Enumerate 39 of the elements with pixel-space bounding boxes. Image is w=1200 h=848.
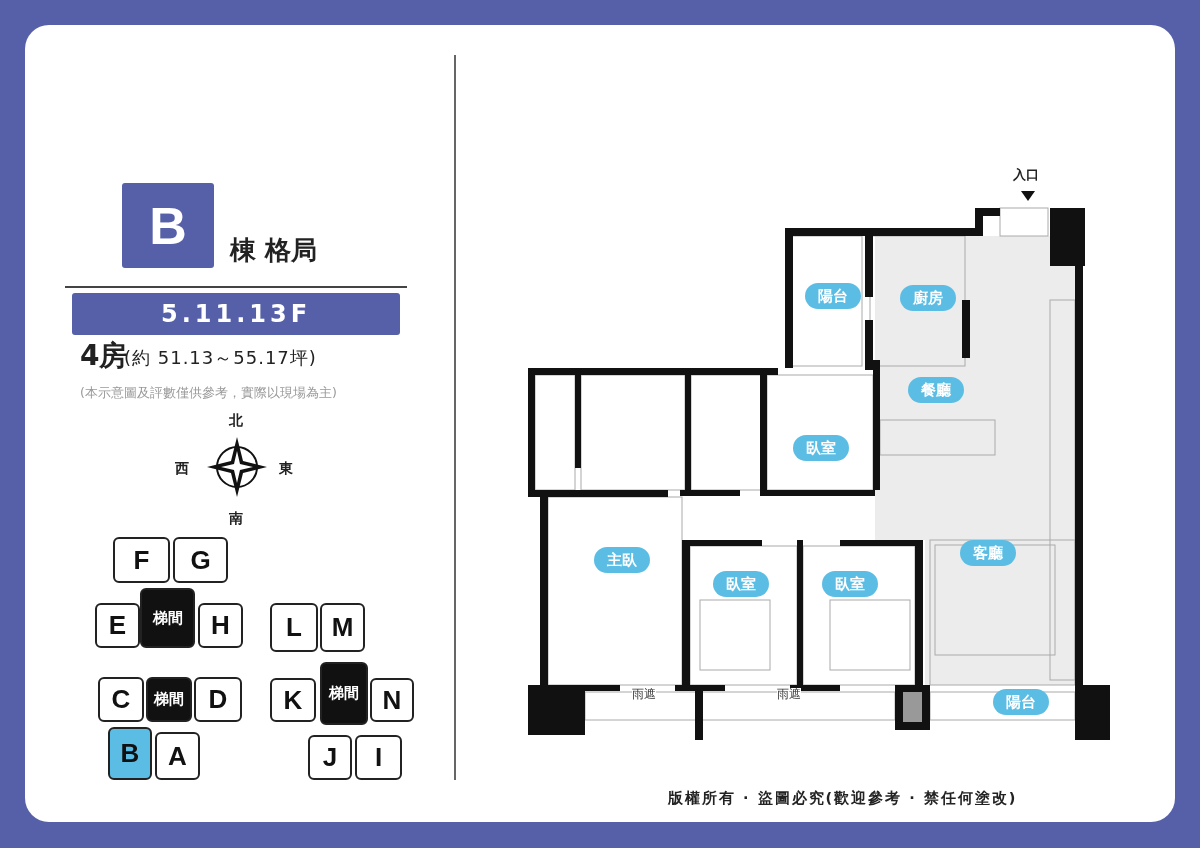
canopy-label: 雨遮 xyxy=(632,688,656,702)
stairwell-block: 梯間 xyxy=(140,588,195,648)
stairwell-block: 梯間 xyxy=(146,677,192,722)
entrance-label: 入口 xyxy=(1013,168,1039,183)
unit-block: N xyxy=(370,678,414,722)
unit-block: B xyxy=(108,727,152,780)
disclaimer-note: (本示意圖及評數僅供參考，實際以現場為主) xyxy=(80,386,337,401)
room-label: 客廳 xyxy=(960,540,1016,566)
compass-label: 北 xyxy=(229,412,243,429)
unit-block: K xyxy=(270,678,316,722)
stairwell-block: 梯間 xyxy=(320,662,368,725)
copyright-note: 版權所有 · 盜圖必究(歡迎參考 · 禁任何塗改) xyxy=(668,790,1018,807)
room-label: 陽台 xyxy=(993,689,1049,715)
unit-block: L xyxy=(270,603,318,652)
building-badge: B xyxy=(122,183,214,268)
room-label: 臥室 xyxy=(793,435,849,461)
compass-label: 西 xyxy=(175,460,189,477)
unit-block: E xyxy=(95,603,140,648)
room-label: 餐廳 xyxy=(908,377,964,403)
canopy-label: 雨遮 xyxy=(777,688,801,702)
unit-block: M xyxy=(320,603,365,652)
room-label: 主臥 xyxy=(594,547,650,573)
floor-banner: 5.11.13F xyxy=(72,293,400,335)
unit-block: D xyxy=(194,677,242,722)
unit-block: H xyxy=(198,603,243,648)
unit-block: G xyxy=(173,537,228,583)
unit-block: F xyxy=(113,537,170,583)
unit-block: C xyxy=(98,677,144,722)
unit-block: J xyxy=(308,735,352,780)
room-count: 4房 xyxy=(80,340,128,373)
compass-label: 南 xyxy=(229,510,243,527)
compass-label: 東 xyxy=(279,460,293,477)
heading: 棟 格局 xyxy=(230,236,318,266)
room-label: 廚房 xyxy=(900,285,956,311)
room-label: 臥室 xyxy=(822,571,878,597)
room-label: 臥室 xyxy=(713,571,769,597)
unit-block: I xyxy=(355,735,402,780)
unit-block: A xyxy=(155,732,200,780)
room-label: 陽台 xyxy=(805,283,861,309)
